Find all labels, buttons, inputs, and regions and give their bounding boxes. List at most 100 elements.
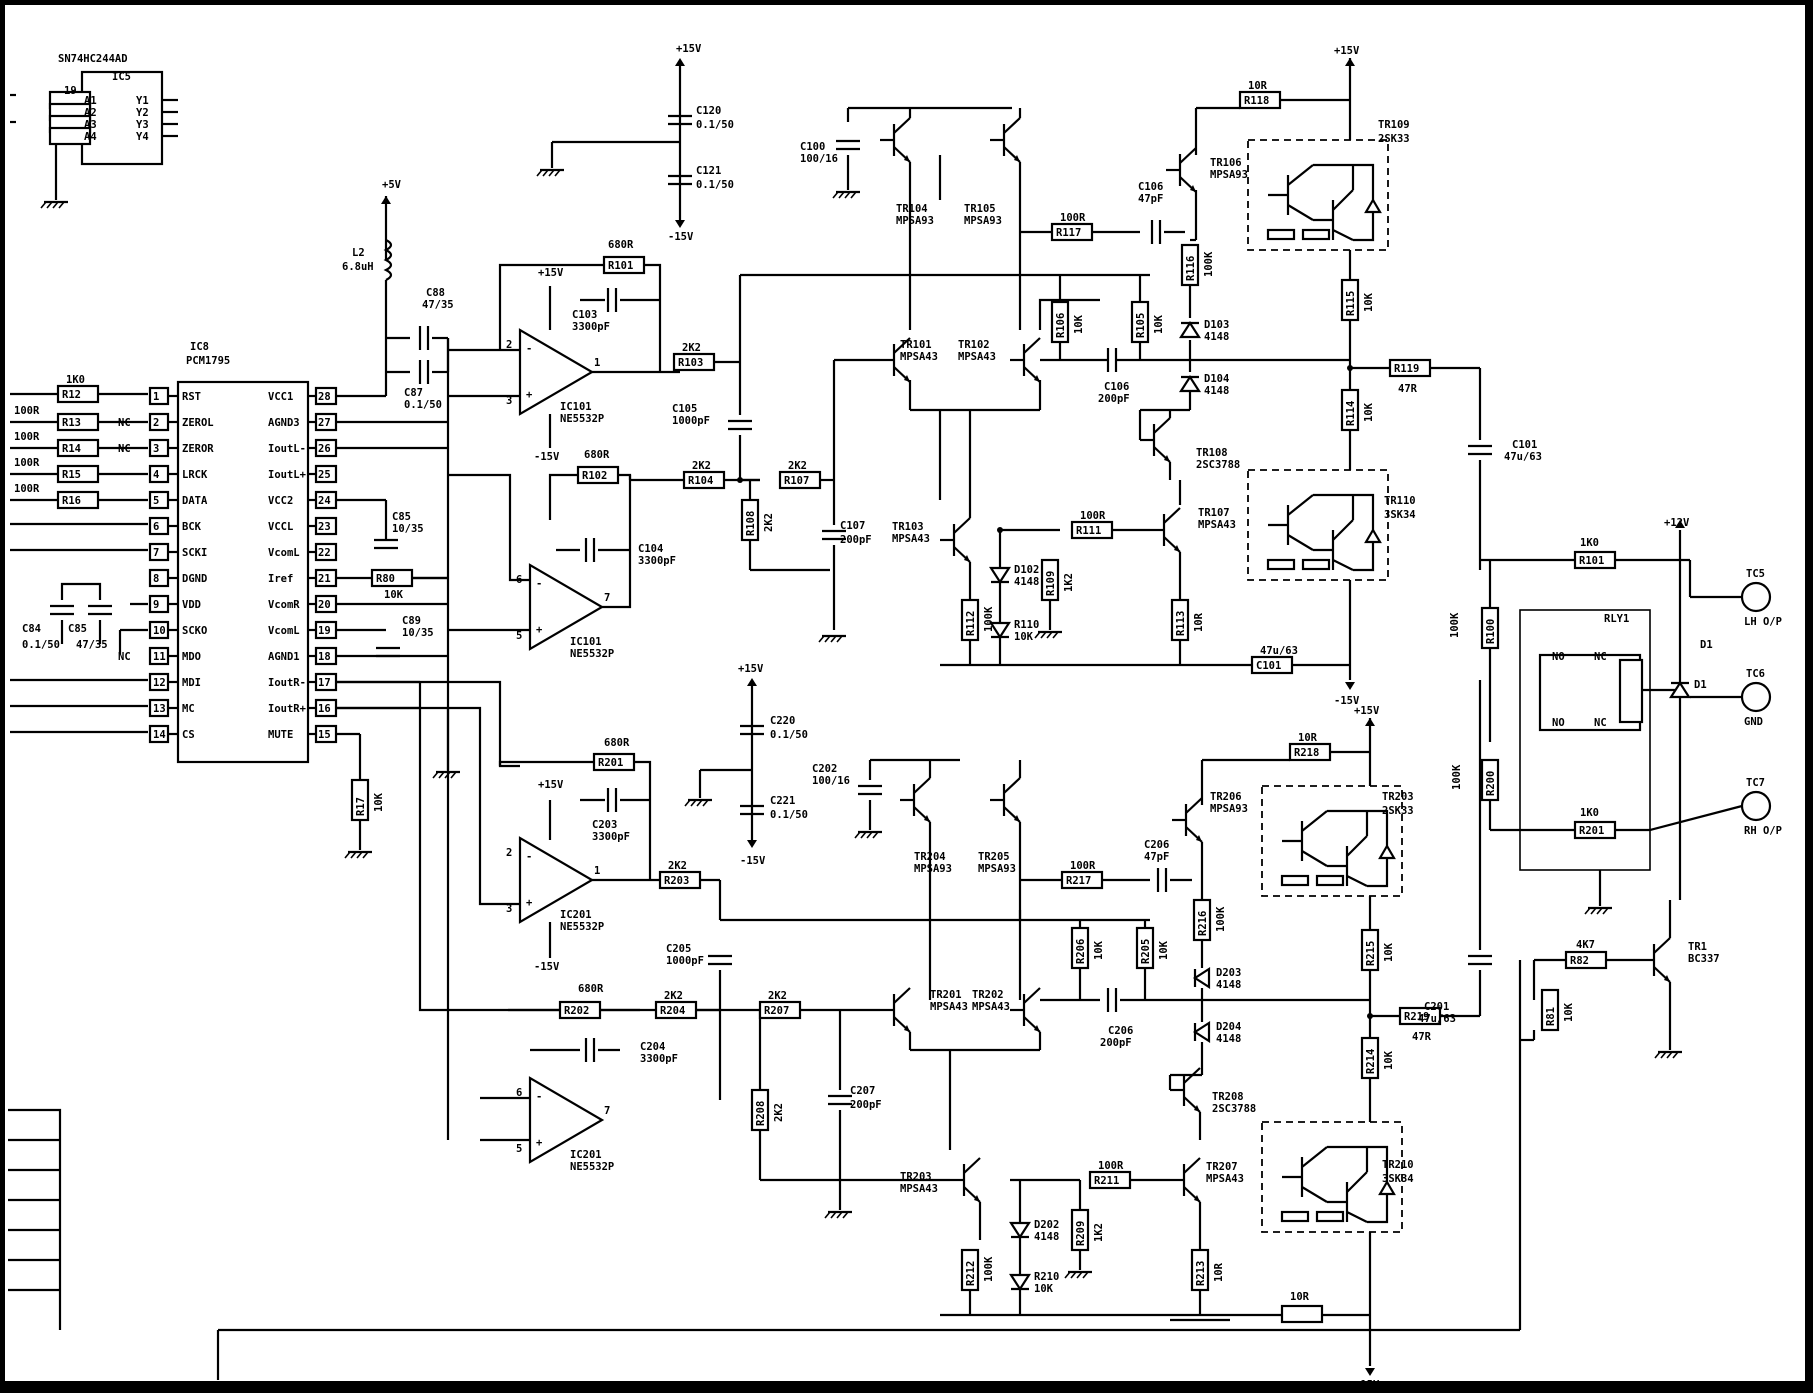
transistor-ref: TR102 [958, 339, 990, 351]
dac-pin-name: MDI [182, 677, 201, 689]
resistor-ref: R82 [1570, 955, 1589, 967]
ground-hatch [1590, 907, 1597, 915]
resistor-value: 100R [1098, 1160, 1124, 1172]
opamp-IC101 [528, 563, 605, 651]
cap-ref: C105 [672, 403, 697, 415]
output-jack-TC5[interactable] [1740, 581, 1772, 613]
rail-plus15: +15V [676, 43, 702, 55]
cap-ref: C101 [1512, 439, 1537, 451]
junction-dot [737, 477, 743, 483]
dac-pin-box [148, 672, 170, 692]
darlington-TR110 [1247, 469, 1389, 581]
ground-hatch [844, 191, 851, 199]
transistor-arrow-icon [1034, 375, 1040, 382]
ground-hatch [1596, 907, 1603, 915]
dac-pin-box [148, 646, 170, 666]
darlington-TR109 [1247, 139, 1389, 251]
resistor-ref: R100 [1485, 619, 1497, 644]
dac-pin-number: 10 [153, 625, 166, 637]
resistor-value: 100K [1449, 612, 1461, 638]
transistor-collector [1179, 147, 1197, 164]
transistor-arrow-icon [924, 815, 930, 822]
diode-D1 [1668, 680, 1692, 699]
transistor-collector [893, 337, 911, 354]
transistor-collector [913, 777, 931, 794]
resistor-value: 100K [983, 606, 995, 632]
resistor-R206 [1070, 926, 1090, 970]
resistor-value: 2K2 [768, 990, 787, 1002]
dac-pin-number: 1 [153, 391, 159, 403]
capacitor-value: 0.1/50 [770, 809, 808, 821]
resistor-value: 4K7 [1576, 939, 1595, 951]
cap-value: 47/35 [76, 639, 108, 651]
transistor-part: MPSA93 [896, 215, 934, 227]
dac-pin-box [314, 724, 338, 744]
transistor-part: 2SC3788 [1196, 459, 1240, 471]
capacitor-ref: C121 [696, 165, 721, 177]
resistor-value: 100R [14, 457, 40, 469]
transistor-part: MPSA93 [914, 863, 952, 875]
darlington-diode-icon [1378, 843, 1396, 860]
capacitor-value: 200pF [850, 1099, 882, 1111]
resistor-ref: R17 [355, 797, 367, 816]
resistor-R200 [1480, 758, 1500, 802]
transistor-collector [1003, 117, 1021, 134]
ground-hatch [842, 1211, 849, 1219]
dac-pin-box [148, 516, 170, 536]
darlington-diode-icon [1364, 527, 1382, 544]
dac-pin-name: MDO [182, 651, 201, 663]
capacitor-value: 47pF [1138, 193, 1163, 205]
resistor-value: 2K2 [664, 990, 683, 1002]
output-jack-TC6[interactable] [1740, 681, 1772, 713]
ic5-pin: Y2 [136, 107, 149, 119]
transistor-arrow-icon [1014, 815, 1020, 822]
resistor-R15 [56, 464, 100, 484]
dac-pin-box [314, 620, 338, 640]
capacitor-value: 0.1/50 [770, 729, 808, 741]
transistor-arrow-icon [904, 375, 910, 382]
resistor-R211 [1088, 1170, 1132, 1190]
transistor-part: MPSA43 [930, 1001, 968, 1013]
darlington-resistor [1315, 1210, 1345, 1223]
cap-ref: C89 [402, 615, 421, 627]
wire [60, 582, 102, 600]
resistor-R103 [672, 352, 716, 372]
resistor-value: 2K2 [692, 460, 711, 472]
resistor-value: 10K [1363, 402, 1375, 422]
dac-pin-box [314, 464, 338, 484]
pin-number: 1 [594, 357, 600, 369]
resistor-value: 10K [1383, 942, 1395, 962]
diode-ref: D1 [1694, 679, 1707, 691]
resistor-value: 10R [1298, 732, 1318, 744]
wire [634, 760, 652, 880]
transistor-arrow-icon [904, 155, 910, 162]
resistor-R105 [1130, 300, 1150, 344]
supply-arrow-icon [675, 220, 685, 228]
ground-hatch [1070, 1271, 1077, 1279]
resistor-ref: R213 [1195, 1261, 1207, 1286]
dac-pin-box [148, 620, 170, 640]
resistor-ref: R217 [1066, 875, 1091, 887]
resistor-value: 1K2 [1063, 573, 1075, 592]
resistor-R208 [750, 1088, 770, 1132]
resistor-R111 [1070, 520, 1114, 540]
resistor-ref: R218 [1294, 747, 1319, 759]
output-jack-TC7[interactable] [1740, 790, 1772, 822]
resistor-R216 [1192, 898, 1212, 942]
dac-pin-name: ZEROL [182, 417, 214, 429]
nc-label: NC [118, 443, 131, 455]
resistor-R203 [658, 870, 702, 890]
capacitor-ref: C107 [840, 520, 865, 532]
resistor-ref: R203 [664, 875, 689, 887]
ground-hatch [362, 851, 369, 859]
dac-pin-name: CS [182, 729, 195, 741]
resistor-bottom [1280, 1304, 1324, 1324]
ground-hatch [1034, 631, 1041, 639]
dac-pin-number: 28 [318, 391, 331, 403]
resistor-R215 [1360, 928, 1380, 972]
resistor-ref: R101 [1579, 555, 1604, 567]
resistor-ref: R212 [965, 1261, 977, 1286]
pin-number: 5 [516, 630, 522, 642]
transistor-arrow-icon [974, 1195, 980, 1202]
